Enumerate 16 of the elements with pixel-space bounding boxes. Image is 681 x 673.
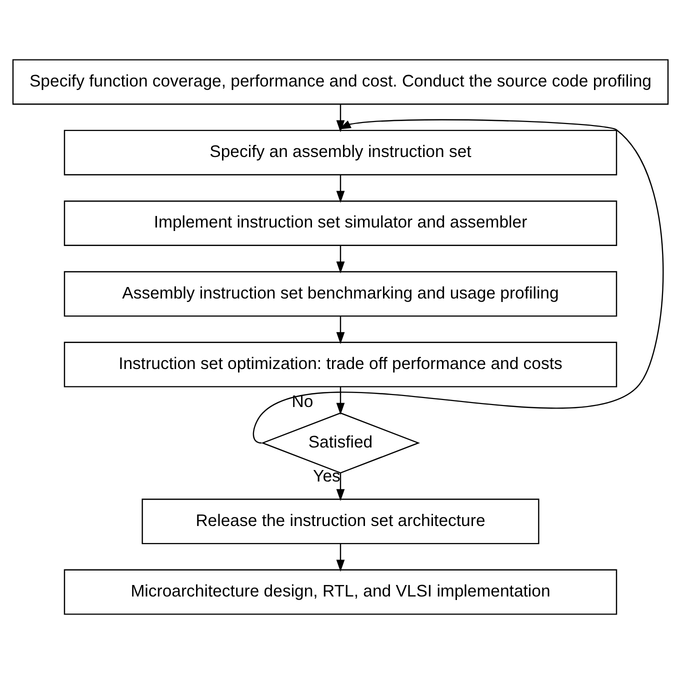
node-box: Specify function coverage, performance and cost. Conduct the source code profiling [12,58,669,104]
arrow [336,245,345,274]
node-box: Release the instruction set architecture [142,498,540,544]
arrow [336,472,345,501]
arrow [253,118,664,443]
arrow [336,386,345,414]
node-box: Instruction set optimization: trade off performance and costs [64,341,618,387]
node-box: Specify an assembly instruction set [64,129,618,175]
node-box: Microarchitecture design, RTL, and VLSI implementation [64,568,618,614]
arrow [336,316,345,344]
node-box: Implement instruction set simulator and assembler [64,200,618,246]
arrow [336,174,345,202]
arrow [336,543,345,572]
node-box: Assembly instruction set benchmarking and usage profiling [64,270,618,316]
arrow [336,104,345,132]
edge-label: No [292,392,314,411]
